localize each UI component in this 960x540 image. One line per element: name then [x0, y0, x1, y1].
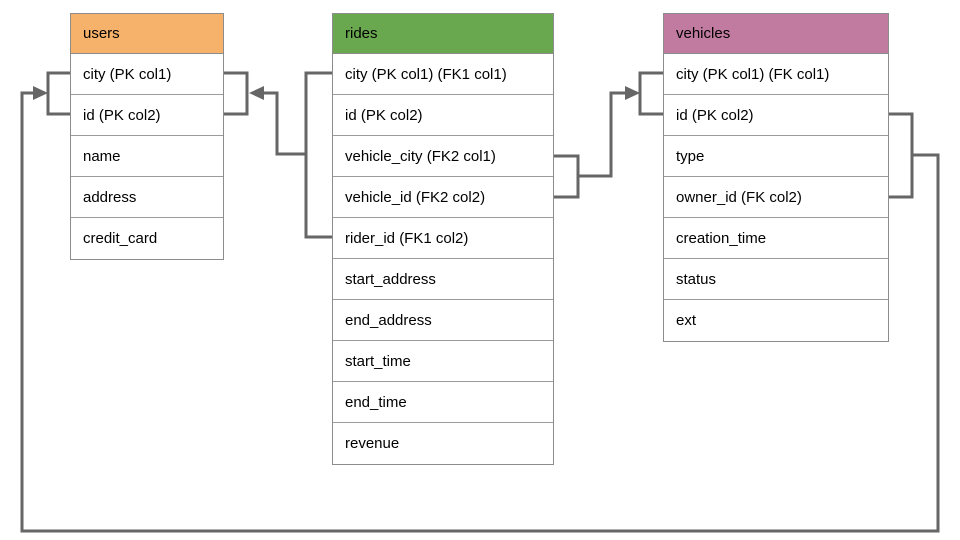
arrowhead-to-users-left: [33, 86, 48, 100]
table-row: id (PK col2): [333, 95, 553, 136]
table-row: revenue: [333, 423, 553, 464]
rides-fk2-bracket: [552, 154, 580, 199]
table-row: city (PK col1) (FK1 col1): [333, 54, 553, 95]
table-row: id (PK col2): [664, 95, 888, 136]
table-rides-title: rides: [345, 25, 378, 42]
table-vehicles-rows: city (PK col1) (FK col1)id (PK col2)type…: [664, 54, 888, 341]
table-row: id (PK col2): [71, 95, 223, 136]
table-row: city (PK col1) (FK col1): [664, 54, 888, 95]
table-row: creation_time: [664, 218, 888, 259]
table-row: type: [664, 136, 888, 177]
table-row: name: [71, 136, 223, 177]
table-row: end_address: [333, 300, 553, 341]
table-row: vehicle_id (FK2 col2): [333, 177, 553, 218]
table-row: address: [71, 177, 223, 218]
table-vehicles-title: vehicles: [676, 25, 731, 42]
table-row: credit_card: [71, 218, 223, 259]
users-pk-bracket: [222, 71, 249, 116]
table-users-title: users: [83, 25, 120, 42]
table-row: vehicle_city (FK2 col1): [333, 136, 553, 177]
table-row: owner_id (FK col2): [664, 177, 888, 218]
table-rides: rides city (PK col1) (FK1 col1)id (PK co…: [332, 13, 554, 465]
table-vehicles-header: vehicles: [664, 14, 888, 54]
table-row: rider_id (FK1 col2): [333, 218, 553, 259]
connector-rides-to-vehicles: [552, 71, 663, 199]
table-row: ext: [664, 300, 888, 341]
table-users-header: users: [71, 14, 223, 54]
vehicles-fk-bracket: [887, 112, 914, 199]
vehicles-pk-bracket: [638, 71, 663, 116]
table-rides-header: rides: [333, 14, 553, 54]
table-row: city (PK col1): [71, 54, 223, 95]
users-pk-left-bracket: [46, 71, 70, 116]
rides-vehicles-link: [578, 91, 626, 178]
table-row: start_address: [333, 259, 553, 300]
table-row: end_time: [333, 382, 553, 423]
arrowhead-to-users: [249, 86, 264, 100]
arrowhead-to-vehicles: [625, 86, 640, 100]
rides-users-link: [263, 91, 306, 156]
table-vehicles: vehicles city (PK col1) (FK col1)id (PK …: [663, 13, 889, 342]
rides-fk1-bracket: [304, 71, 332, 239]
table-row: status: [664, 259, 888, 300]
connector-rides-to-users: [222, 71, 332, 239]
table-row: start_time: [333, 341, 553, 382]
table-rides-rows: city (PK col1) (FK1 col1)id (PK col2)veh…: [333, 54, 553, 464]
